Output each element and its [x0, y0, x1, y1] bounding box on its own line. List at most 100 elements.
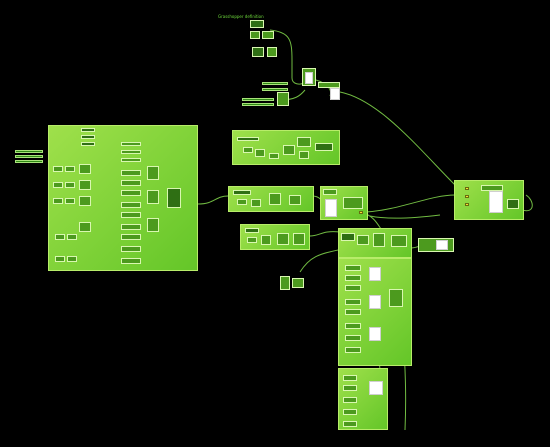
component-node[interactable]	[345, 335, 361, 341]
component-node[interactable]	[243, 147, 253, 153]
component-node[interactable]	[65, 182, 75, 188]
component-node[interactable]	[345, 347, 361, 353]
component-node[interactable]	[255, 149, 265, 157]
param-node[interactable]	[252, 47, 264, 57]
group-bottom[interactable]	[338, 368, 388, 430]
component-node[interactable]	[345, 323, 361, 329]
component-node[interactable]	[121, 142, 141, 146]
component-node[interactable]	[79, 164, 91, 174]
panel[interactable]	[489, 191, 503, 213]
component-node[interactable]	[297, 137, 311, 147]
component-node[interactable]	[121, 150, 141, 154]
number-slider[interactable]	[15, 150, 43, 153]
panel[interactable]	[325, 199, 337, 217]
param-node[interactable]	[315, 143, 333, 151]
panel[interactable]	[305, 72, 313, 84]
component-node[interactable]	[53, 166, 63, 172]
component-node[interactable]	[345, 309, 361, 315]
param-node[interactable]	[81, 135, 95, 139]
component-node[interactable]	[67, 234, 77, 240]
toggle-icon[interactable]	[359, 211, 363, 214]
panel[interactable]	[436, 240, 448, 250]
component-node[interactable]	[343, 197, 363, 209]
component-node[interactable]	[55, 256, 65, 262]
component-node[interactable]	[121, 212, 141, 218]
component-node[interactable]	[53, 182, 63, 188]
group-top-mid[interactable]	[232, 130, 340, 165]
panel[interactable]	[369, 295, 381, 309]
component-node[interactable]	[345, 265, 361, 271]
component-node[interactable]	[345, 275, 361, 281]
number-slider[interactable]	[15, 160, 43, 163]
number-slider[interactable]	[242, 98, 274, 101]
component-node[interactable]	[269, 193, 281, 205]
panel[interactable]	[369, 327, 381, 341]
component-node[interactable]	[389, 289, 403, 307]
component-node[interactable]	[507, 199, 519, 209]
component-node[interactable]	[299, 151, 309, 159]
group-mid-left-2[interactable]	[240, 224, 310, 250]
component-node[interactable]	[293, 233, 305, 245]
param-node[interactable]	[81, 142, 95, 146]
number-slider[interactable]	[15, 155, 43, 158]
component-node[interactable]	[345, 299, 361, 305]
number-slider[interactable]	[262, 88, 288, 91]
component-node[interactable]	[280, 276, 290, 290]
number-slider[interactable]	[242, 103, 274, 106]
component-node[interactable]	[343, 385, 357, 391]
component-node[interactable]	[292, 278, 304, 288]
param-node[interactable]	[237, 137, 259, 141]
component-node[interactable]	[277, 233, 289, 245]
component-node[interactable]	[121, 258, 141, 264]
component-node[interactable]	[147, 218, 159, 232]
component-node[interactable]	[121, 202, 141, 208]
component-node[interactable]	[267, 47, 277, 57]
panel[interactable]	[369, 381, 383, 395]
group-lower-column[interactable]	[338, 258, 412, 366]
component-node[interactable]	[121, 190, 141, 196]
group-main[interactable]	[48, 125, 198, 271]
component-node[interactable]	[121, 234, 141, 240]
component-node[interactable]	[289, 195, 301, 205]
component-node[interactable]	[65, 198, 75, 204]
component-node[interactable]	[343, 421, 357, 427]
component-node[interactable]	[251, 199, 261, 207]
group-right[interactable]	[454, 180, 524, 220]
param-node[interactable]	[233, 190, 251, 195]
component-node[interactable]	[121, 158, 141, 162]
number-slider[interactable]	[262, 82, 288, 85]
component-node[interactable]	[343, 397, 357, 403]
component-node[interactable]	[343, 375, 357, 381]
component-node[interactable]	[345, 285, 361, 291]
component-node[interactable]	[147, 166, 159, 180]
component-node[interactable]	[121, 170, 141, 176]
group-lower-right[interactable]	[338, 228, 412, 258]
group-center[interactable]	[320, 186, 368, 220]
param-node[interactable]	[341, 233, 355, 241]
component-node[interactable]	[261, 235, 271, 245]
toggle-icon[interactable]	[465, 187, 469, 190]
param-node[interactable]	[245, 228, 259, 233]
toggle-icon[interactable]	[465, 195, 469, 198]
component-node[interactable]	[323, 189, 337, 195]
component-node[interactable]	[55, 234, 65, 240]
component-node[interactable]	[250, 31, 260, 39]
component-node[interactable]	[167, 188, 181, 208]
param-node[interactable]	[250, 20, 264, 28]
component-node[interactable]	[79, 222, 91, 232]
panel[interactable]	[330, 88, 340, 100]
panel[interactable]	[369, 267, 381, 281]
component-node[interactable]	[373, 233, 385, 247]
param-node[interactable]	[81, 128, 95, 132]
toggle-icon[interactable]	[465, 203, 469, 206]
component-node[interactable]	[79, 196, 91, 206]
component-node[interactable]	[53, 198, 63, 204]
component-node[interactable]	[391, 235, 407, 247]
component-node[interactable]	[343, 409, 357, 415]
component-node[interactable]	[283, 145, 295, 155]
component-node[interactable]	[121, 180, 141, 186]
component-node[interactable]	[121, 224, 141, 230]
component-node[interactable]	[67, 256, 77, 262]
component-node[interactable]	[277, 92, 289, 106]
